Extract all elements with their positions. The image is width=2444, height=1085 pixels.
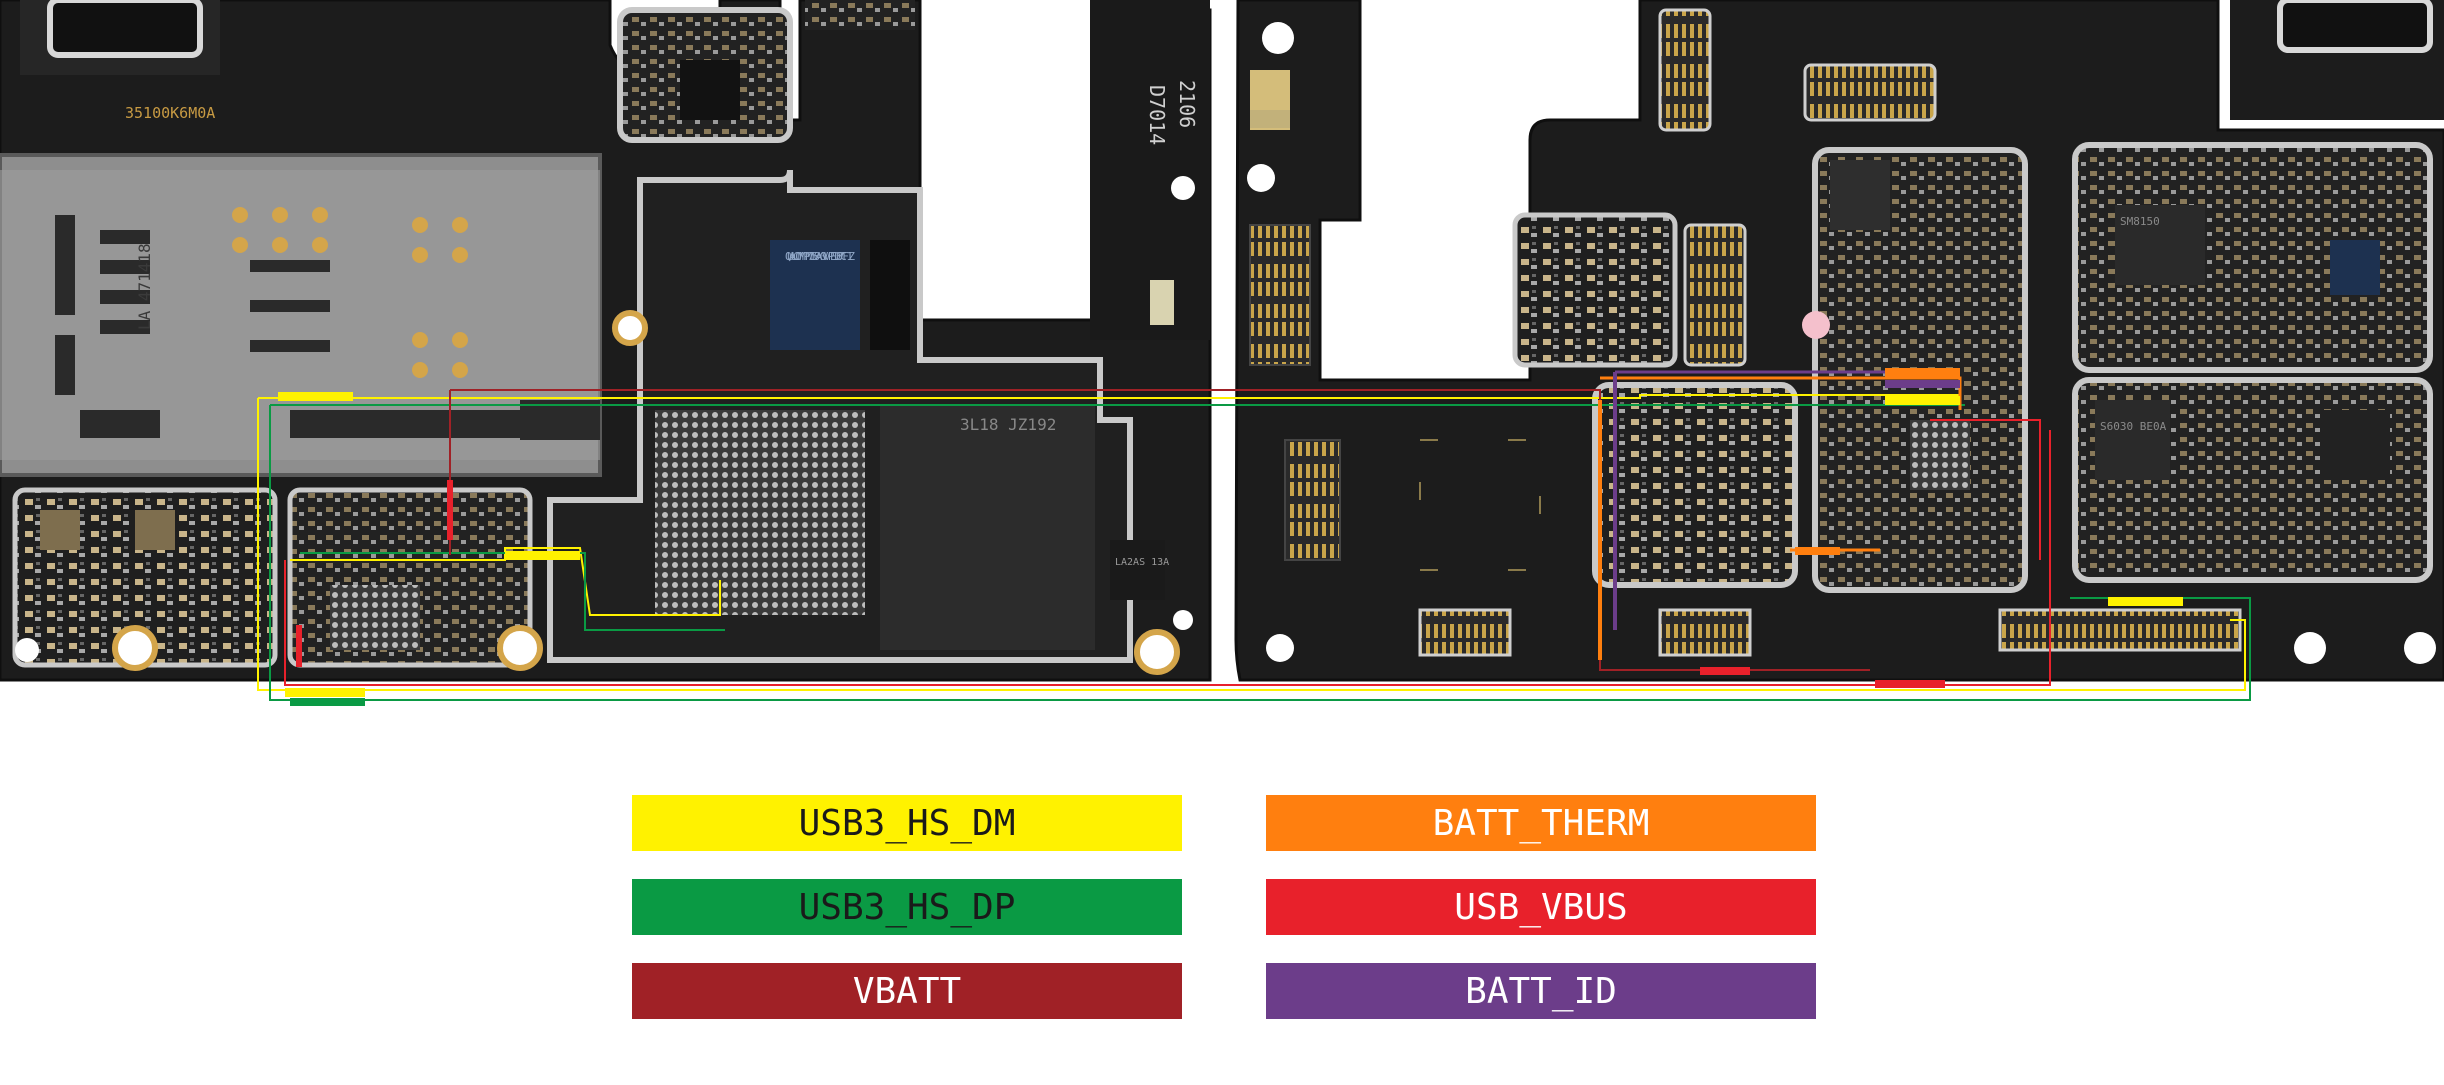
trace-usb3-hs-dp bbox=[269, 405, 2251, 701]
sim-tray-code: LA 471418 bbox=[135, 243, 154, 330]
board-silk-code: 35100K6M0A bbox=[125, 104, 215, 122]
legend-batt-id: BATT_ID bbox=[1266, 963, 1816, 1019]
legend-label: USB3_HS_DM bbox=[798, 802, 1016, 844]
legend-batt-therm: BATT_THERM bbox=[1266, 795, 1816, 851]
module-marking: LA2AS 13A bbox=[1115, 557, 1169, 568]
legend-usb3-hs-dm: USB3_HS_DM bbox=[632, 795, 1182, 851]
chip-marking-2: S6030 BE0A bbox=[2100, 420, 2167, 433]
legend-vbatt: VBATT bbox=[632, 963, 1182, 1019]
legend-label: USB3_HS_DP bbox=[798, 886, 1016, 928]
chip-marking-1: SM8150 bbox=[2120, 215, 2160, 228]
legend-label: BATT_THERM bbox=[1432, 802, 1650, 844]
signal-traces bbox=[257, 370, 2251, 701]
legend-usb-vbus: USB_VBUS bbox=[1266, 879, 1816, 935]
pmic-marking: QUALCOMM PM7150A 0VV PE1087CF 1Z bbox=[785, 250, 855, 263]
edge-text-1: 2106 bbox=[1175, 80, 1199, 128]
left-pcb: LA 471418 35100K6M0A 2106 D7014 QUALCOMM… bbox=[0, 0, 1212, 682]
trace-usb-vbus bbox=[284, 430, 2051, 686]
legend-label: VBATT bbox=[852, 970, 962, 1012]
legend-label: BATT_ID bbox=[1465, 970, 1617, 1012]
trace-usb3-hs-dm bbox=[257, 398, 2246, 691]
memory-marking: 3L18 JZ192 bbox=[960, 415, 1056, 434]
legend-usb3-hs-dp: USB3_HS_DP bbox=[632, 879, 1182, 935]
right-pcb: SM8150 S6030 BE0A bbox=[1234, 0, 2444, 682]
legend-label: USB_VBUS bbox=[1454, 886, 1628, 928]
edge-text-2: D7014 bbox=[1145, 85, 1169, 145]
net-tags bbox=[278, 368, 2183, 706]
